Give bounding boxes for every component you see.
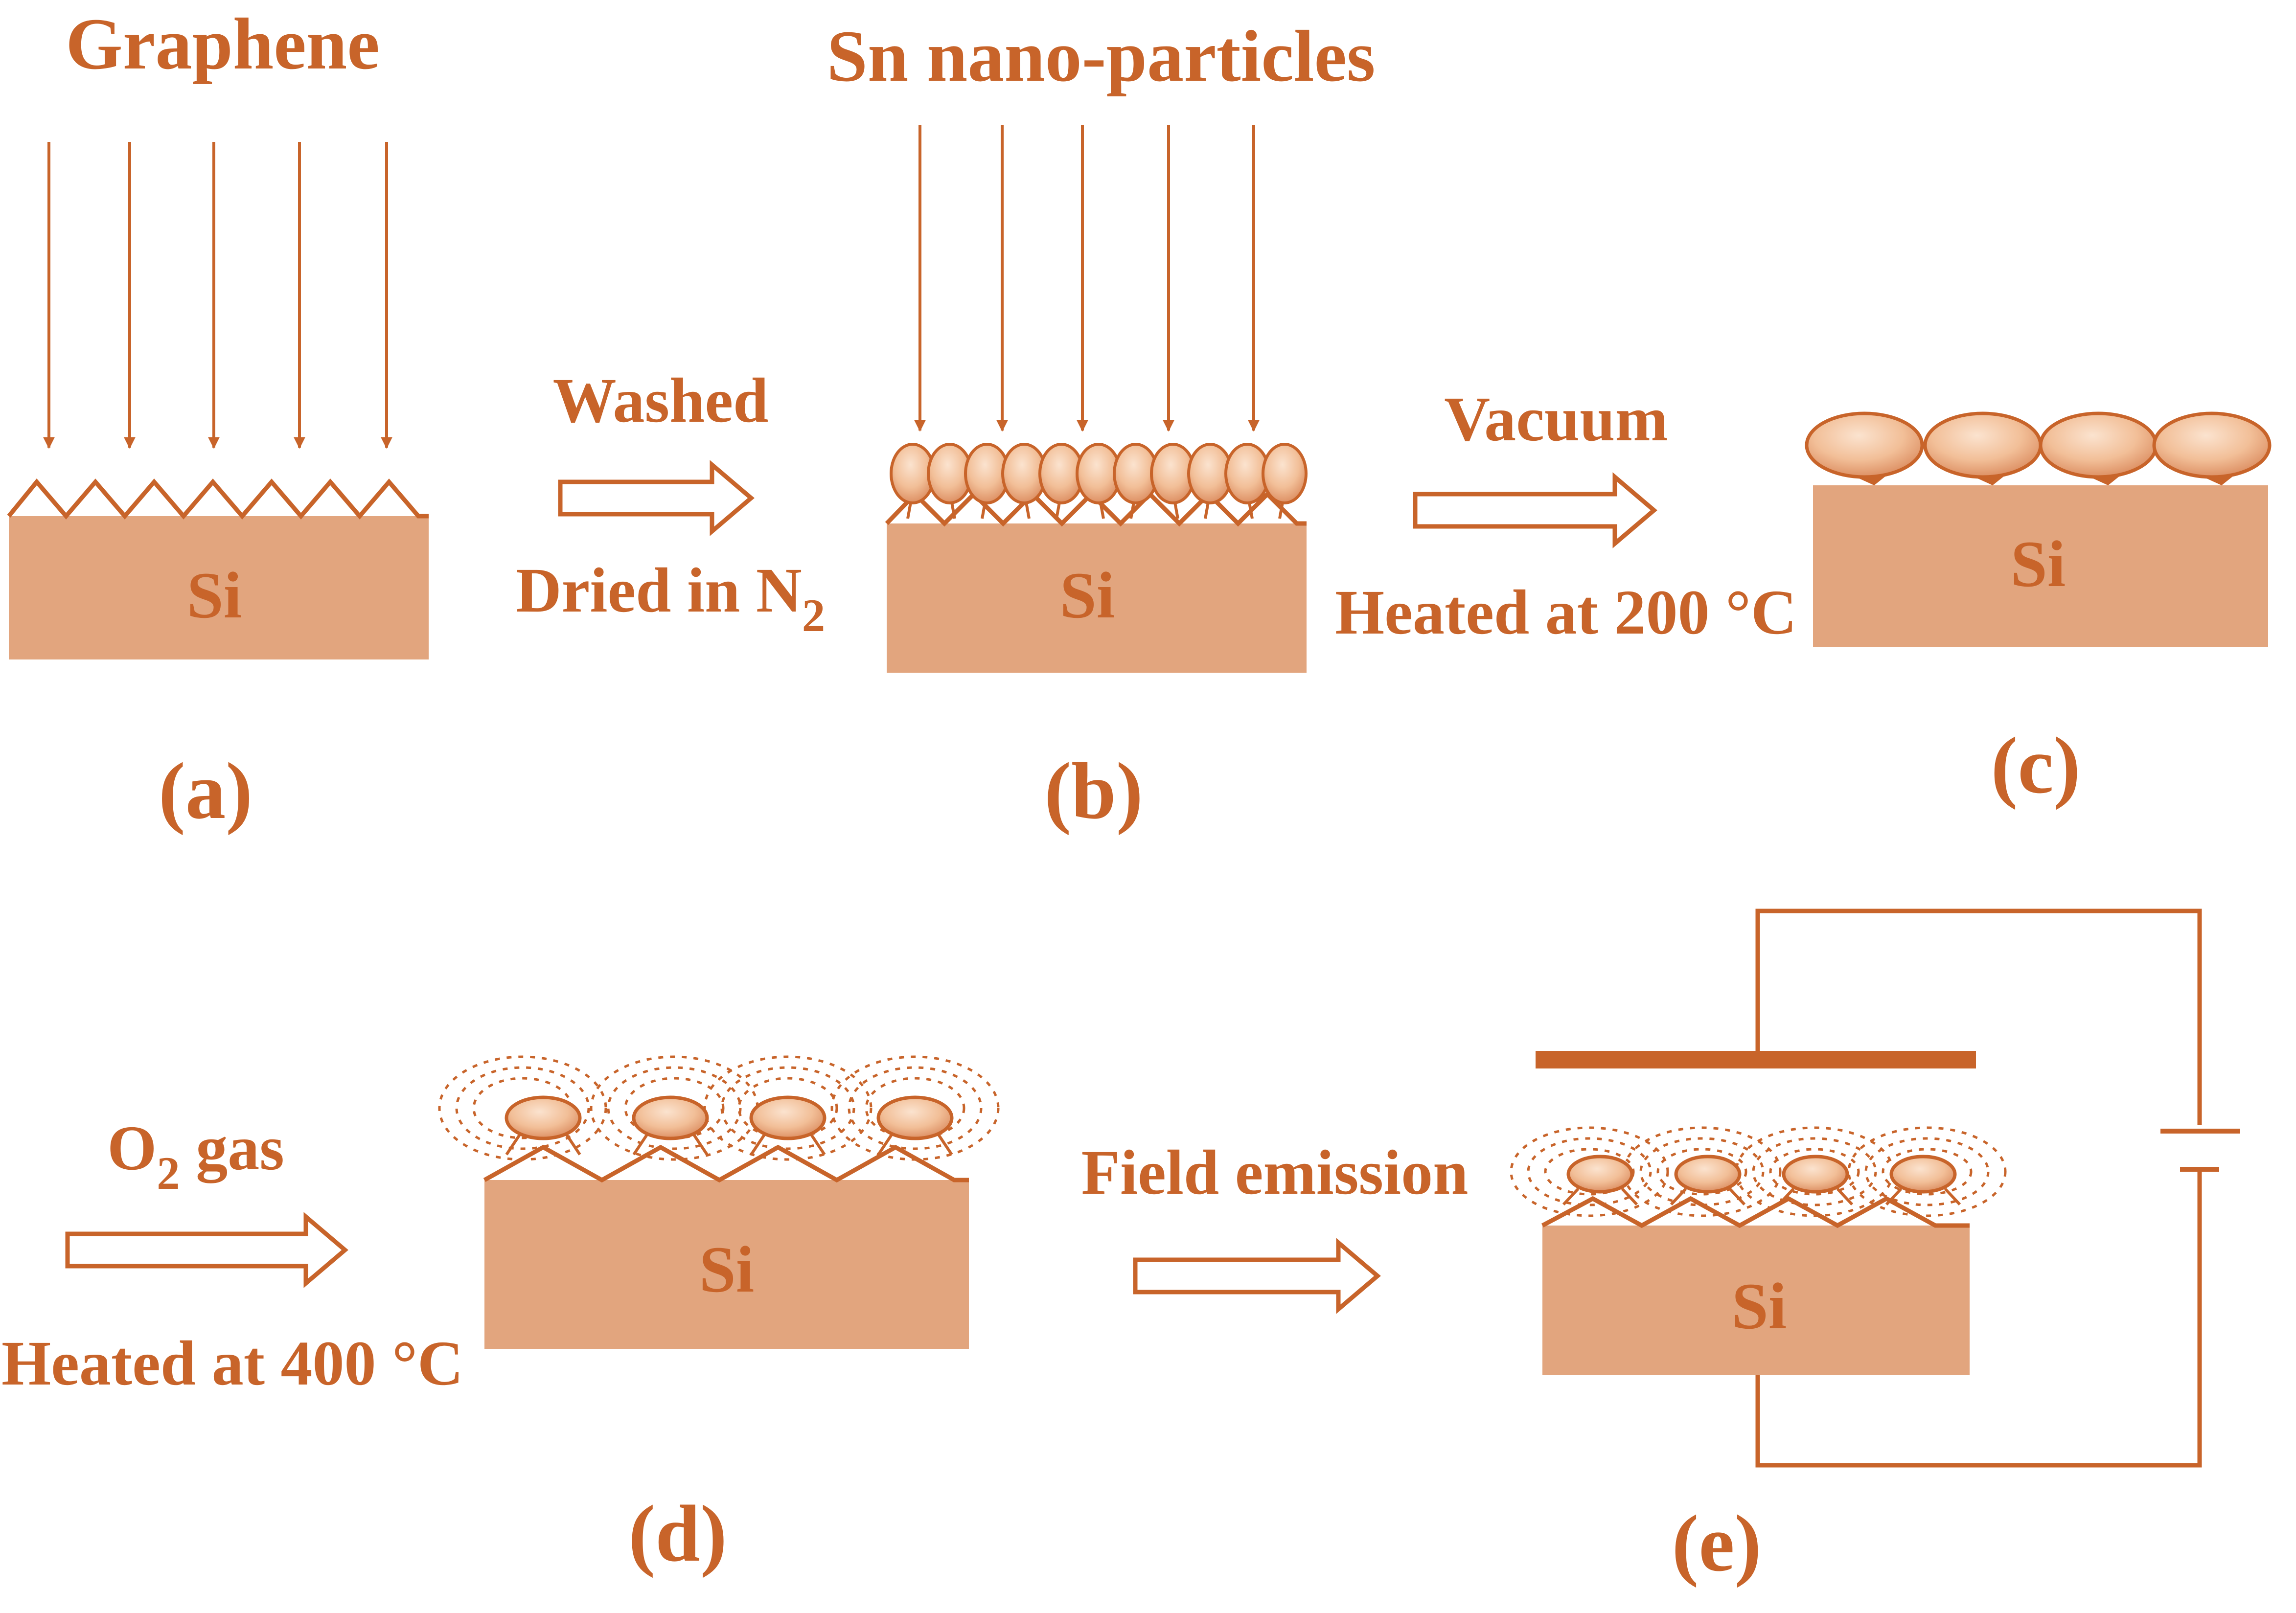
hollow-arrow-bc (1413, 472, 1657, 548)
si-substrate-a (9, 516, 429, 659)
graphene-label: Graphene (66, 3, 380, 85)
oxide-shell (1864, 1137, 1990, 1206)
sn-particles-d (505, 1095, 954, 1156)
hollow-arrow-ab (558, 460, 755, 536)
step-to-d: O2 gas Heated at 400 °C (1, 1113, 463, 1399)
oxide-shell (720, 1066, 855, 1150)
oxide-shell (1847, 1126, 2007, 1217)
particle-leg (1777, 1187, 1795, 1206)
sn-particles-e (1562, 1155, 1961, 1206)
oxide-shell (1882, 1148, 1973, 1196)
field-emission-label: Field emission (1081, 1137, 1469, 1208)
particle-leg (936, 1132, 953, 1156)
graphene-layer-b (885, 491, 1307, 527)
step-a-to-b: Washed Dried in N2 (516, 365, 826, 641)
sn-nanoparticles-label: Sn nano-particles (827, 16, 1376, 97)
sn-nanoparticles-b (890, 443, 1308, 519)
washed-label: Washed (553, 365, 769, 436)
particle-leg (750, 1132, 767, 1156)
si-substrate-c (1813, 485, 2268, 647)
sn-particle (1674, 1155, 1742, 1194)
sn-islands-c (1805, 411, 2272, 485)
panel-label-b: (b) (1044, 746, 1143, 836)
sn-island (2152, 411, 2272, 479)
particle-leg (877, 1132, 895, 1156)
particle-leg (564, 1132, 581, 1156)
particle-leg (1728, 1187, 1746, 1206)
panel-e: Si (e) (1510, 909, 2240, 1588)
si-substrate-b (887, 523, 1307, 673)
heated-400-label: Heated at 400 °C (1, 1328, 463, 1399)
panel-label-e: (e) (1672, 1499, 1761, 1588)
sn-particle (1566, 1155, 1634, 1194)
panel-d: Si (d) (438, 1055, 1000, 1578)
step-to-e: Field emission (1081, 1137, 1469, 1314)
sn-particle (876, 1095, 954, 1140)
particle-leg (632, 1132, 650, 1156)
sn-particle (1889, 1155, 1957, 1194)
oxide-shell (1769, 1148, 1860, 1196)
particle-leg (691, 1132, 709, 1156)
oxide-shell (1639, 1137, 1765, 1206)
oxide-shell (848, 1066, 983, 1150)
particle-leg (1621, 1187, 1638, 1206)
graphene-layer-a (7, 478, 429, 520)
sn-particle (749, 1095, 827, 1140)
particle-leg (505, 1132, 523, 1156)
si-label-e: Si (1732, 1270, 1787, 1343)
particle-leg (808, 1132, 826, 1156)
si-substrate-d (484, 1180, 969, 1349)
oxide-shell (1510, 1126, 1669, 1217)
particle-leg (1836, 1187, 1854, 1206)
sn-island (1923, 411, 2043, 479)
particle-leg (1562, 1187, 1580, 1206)
particle-leg (1944, 1187, 1961, 1206)
heated-200-label: Heated at 200 °C (1335, 577, 1797, 648)
si-label-d: Si (699, 1233, 755, 1306)
circuit-wire-return (1755, 1172, 2202, 1468)
anode-plate (1536, 1051, 1976, 1068)
oxide-shell (1622, 1126, 1782, 1217)
sno2-shells-e (1510, 1126, 2007, 1217)
si-label-a: Si (187, 559, 242, 632)
step-b-to-c: Vacuum Heated at 200 °C (1335, 384, 1797, 648)
panel-label-c: (c) (1991, 721, 2080, 810)
sn-particle (632, 1095, 709, 1140)
graphene-layer-d (483, 1144, 969, 1183)
o2-gas-label: O2 gas (107, 1113, 284, 1199)
si-label-c: Si (2011, 528, 2066, 601)
sn-island (1805, 411, 1924, 479)
si-label-b: Si (1060, 559, 1115, 632)
vacuum-label: Vacuum (1444, 384, 1668, 454)
circuit-wire (1755, 909, 2202, 1125)
sn-nanoparticle (1262, 443, 1308, 504)
oxide-shell (1656, 1148, 1747, 1196)
graphene-deposition-arrows (43, 142, 392, 449)
hollow-arrow-d (65, 1212, 348, 1288)
hollow-arrow-e (1133, 1238, 1381, 1314)
oxide-shell (1527, 1137, 1652, 1206)
particle-leg (1670, 1187, 1687, 1206)
panel-a: Graphene Si (a) (7, 3, 429, 836)
panel-b: Sn nano-particles Si (b) (827, 16, 1376, 836)
panel-c: Si (c) (1805, 411, 2272, 810)
sn-particle (505, 1095, 582, 1140)
particle-leg (1885, 1187, 1903, 1206)
sn-island (2039, 411, 2158, 479)
oxide-shell (607, 1066, 742, 1150)
sn-particle (1782, 1155, 1849, 1194)
oxide-shell (1752, 1137, 1877, 1206)
si-substrate-e (1542, 1226, 1970, 1375)
oxide-shell (455, 1066, 590, 1150)
panel-label-a: (a) (159, 746, 253, 836)
graphene-layer-e (1541, 1196, 1970, 1228)
panel-label-d: (d) (628, 1489, 727, 1578)
dried-label: Dried in N2 (516, 555, 826, 641)
sn-deposition-arrows (914, 125, 1260, 432)
